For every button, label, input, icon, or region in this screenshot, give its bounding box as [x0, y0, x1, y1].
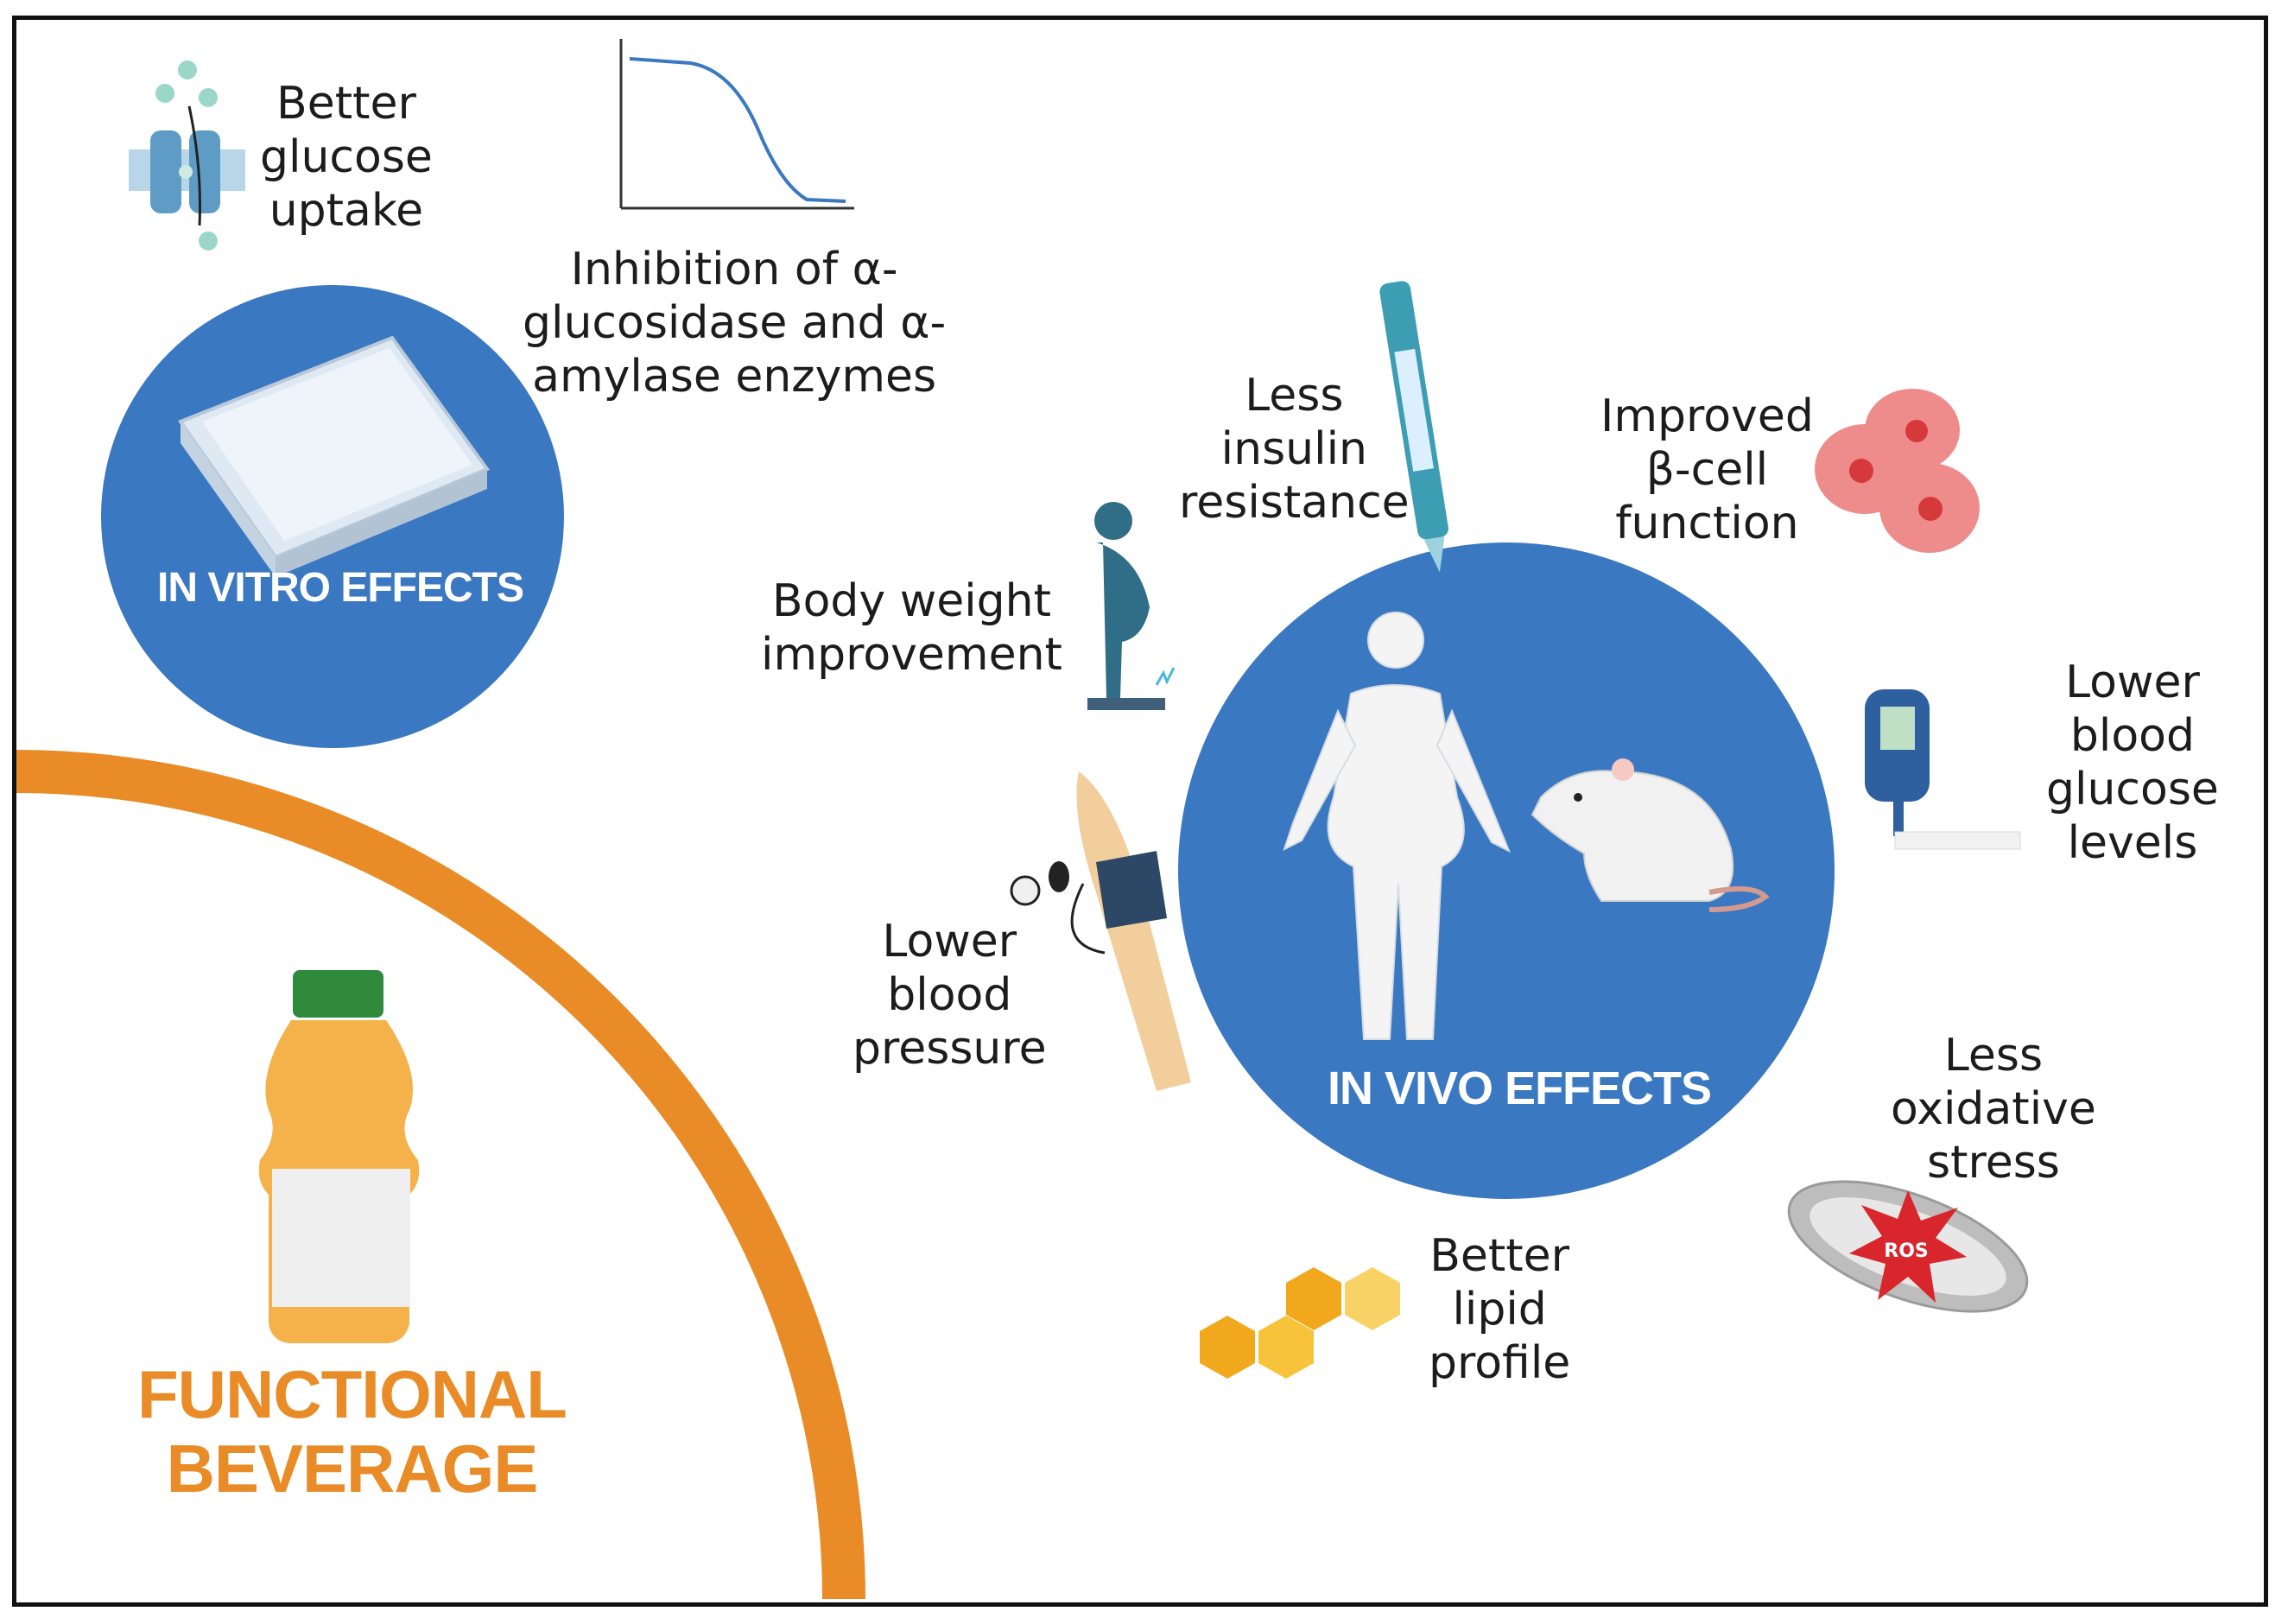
insulin-pen-icon	[1379, 281, 1448, 573]
beta-cells-icon	[1815, 389, 1980, 553]
lipid-hexagons-icon	[1200, 1267, 1400, 1379]
inhibition-curve-icon	[619, 39, 854, 210]
beverage-quarter-arc	[16, 750, 865, 1600]
rat-icon	[1531, 758, 1770, 912]
ros-badge: ROS	[1884, 1240, 1929, 1262]
weight-scale-person-icon	[1087, 502, 1176, 710]
in-vitro-title: IN VITRO EFFECTS	[157, 565, 524, 611]
microplate-icon	[177, 335, 491, 577]
in-vivo-title: IN VIVO EFFECTS	[1328, 1063, 1712, 1114]
in-vivo-circle	[1178, 542, 1835, 1199]
label-enzyme-inhibition: Inhibition of α-glucosidase and α-amylas…	[523, 244, 947, 403]
juice-bottle-icon	[258, 970, 420, 1343]
mitochondrion-ros-icon	[1787, 1180, 2029, 1313]
glucometer-icon	[1865, 689, 2021, 850]
human-figure-icon	[1283, 612, 1511, 1040]
glucose-transporter-icon	[129, 60, 245, 251]
blood-pressure-cuff-icon	[1010, 771, 1191, 1091]
diagram-canvas: ROS	[16, 39, 2029, 1600]
